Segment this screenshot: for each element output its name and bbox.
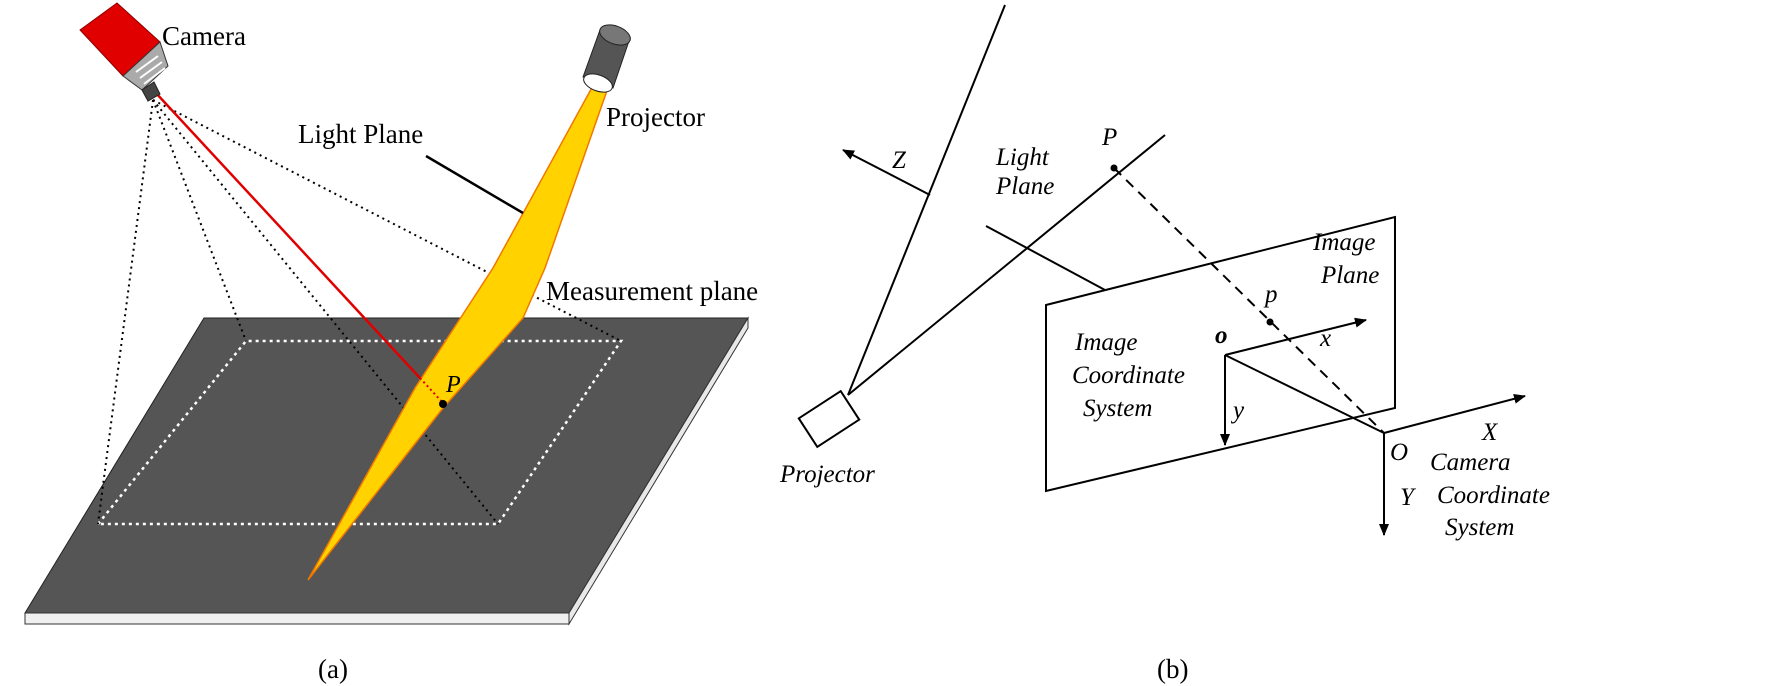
camera-field-of-view [95,339,624,526]
camera-coord-label-2: Coordinate [1437,482,1550,509]
camera-coord-label-3: System [1445,514,1514,541]
image-coord-label-2: Coordinate [1072,362,1185,389]
camera-coord-label-1: Camera [1430,449,1511,476]
light-plane-label: Light Plane [298,119,423,149]
light-plane-label-b-2: Plane [995,173,1054,200]
camera-x-axis [1383,393,1526,434]
caption-b: (b) [1157,654,1188,684]
light-plane-line [847,134,1166,396]
camera-icon [79,2,169,102]
optical-axis-line [1224,354,1385,434]
point-p-b-label: P [1101,124,1117,151]
light-plane-intersection-line [985,225,1106,291]
image-x-axis [1224,317,1367,356]
image-plane [1045,215,1396,493]
image-plane-label-2: Plane [1320,262,1379,289]
image-plane-label-1: Image [1312,229,1375,256]
image-coord-label-1: Image [1074,329,1137,356]
z-axis-label: Z [892,147,907,174]
projection-ray-dashed [1113,167,1385,434]
z-axis-arrow [842,149,931,196]
image-coord-label-3: System [1083,395,1152,422]
point-p [439,400,447,408]
projector-icon [582,24,631,93]
projector-axis-line [847,4,1006,396]
camera-x-label: X [1481,419,1499,446]
measurement-plane-label: Measurement plane [546,276,758,306]
projector-label: Projector [606,102,705,132]
caption-a: (a) [318,654,348,684]
image-y-label: y [1230,397,1245,424]
light-plane-label-b-1: Light [995,144,1050,171]
camera-ray [154,91,421,379]
panel-b: Z Projector Light Plane P Image Plane p … [779,4,1550,684]
camera-label: Camera [162,21,246,51]
projector-box [797,389,861,449]
image-origin-label: o [1215,322,1228,349]
point-p-image-label: p [1263,281,1278,308]
camera-frustum [97,99,622,525]
camera-y-label: Y [1400,484,1417,511]
point-p-label: P [445,372,461,398]
panel-a: P Camera Projector Light Plane Measureme… [24,2,758,684]
image-x-label: x [1319,325,1331,352]
camera-ray-hidden [419,377,444,404]
light-plane-pointer [425,154,524,215]
projector-label-b: Projector [779,461,875,488]
camera-origin-label: O [1390,439,1408,466]
point-p-image [1266,318,1274,326]
